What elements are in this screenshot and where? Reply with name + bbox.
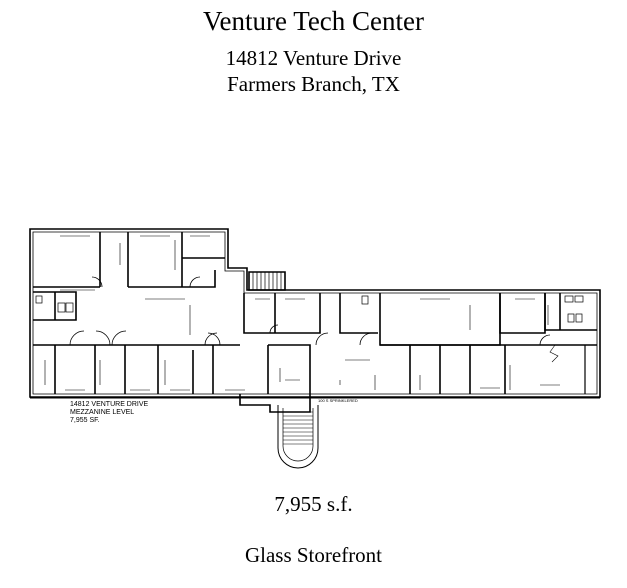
plan-label-line-1: 14812 VENTURE DRIVE <box>70 401 149 408</box>
storefront-label: Glass Storefront <box>244 543 383 567</box>
sprinklered-note: 100 S SPRINKLERED <box>318 398 358 403</box>
outer-wall <box>29 228 601 398</box>
page-title: Venture Tech Center <box>202 6 425 36</box>
address-line-2: Farmers Branch, TX <box>227 72 400 96</box>
plan-label-line-3: 7,955 SF. <box>70 417 100 424</box>
total-area: 7,955 s.f. <box>274 492 353 516</box>
plan-label-line-2: MEZZANINE LEVEL <box>70 409 134 416</box>
address-line-1: 14812 Venture Drive <box>225 46 402 70</box>
